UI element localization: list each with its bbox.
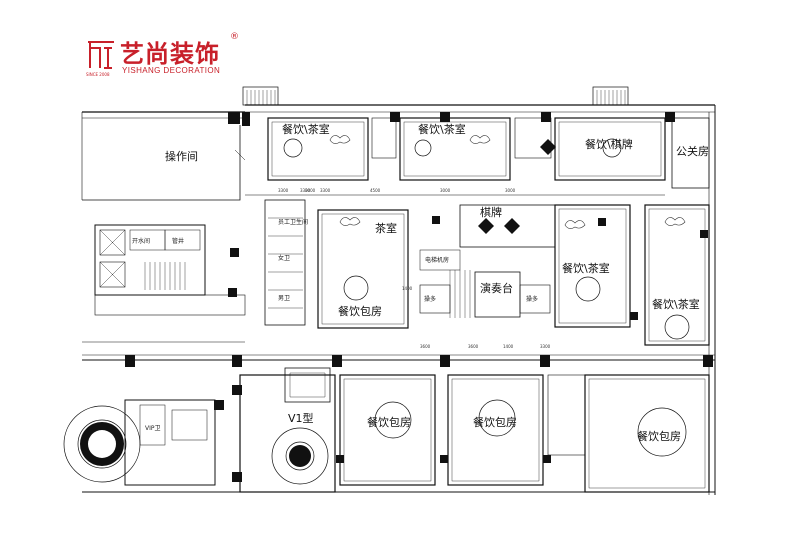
logo-name-en: YISHANG DECORATION <box>122 66 221 75</box>
room-label-canyin-qipai: 餐饮\棋牌 <box>585 137 633 151</box>
label-kaishuijian: 开水间 <box>132 237 150 245</box>
label-vip: VIP卫 <box>145 425 161 432</box>
room-label-canyin-baofang-2: 餐饮包房 <box>367 415 411 429</box>
room-label-canyin-chashi-3: 餐饮\茶室 <box>562 261 610 275</box>
dim-label: 3000 <box>440 188 451 193</box>
room-label-caozuojian: 操作间 <box>165 149 198 163</box>
dim-label: 3300 <box>300 188 311 193</box>
label-guanjing: 管井 <box>172 237 184 245</box>
room-label-canyin-chashi-4: 餐饮\茶室 <box>652 297 700 311</box>
dim-label: 3000 <box>305 188 316 193</box>
room-label-canyin-chashi-2: 餐饮\茶室 <box>418 122 466 136</box>
room-label-canyin-baofang-3: 餐饮包房 <box>473 415 517 429</box>
dim-label: 4500 <box>370 188 381 193</box>
dim-label: 3000 <box>505 188 516 193</box>
dim-label: 1400 <box>503 344 514 349</box>
label-nv: 女卫 <box>278 254 290 262</box>
room-label-yanzoutai: 演奏台 <box>480 281 513 295</box>
label-dianti-jifang: 电梯机房 <box>425 256 449 264</box>
logo-registered-mark: ® <box>230 32 239 42</box>
room-label-gongguanfang: 公关房 <box>676 144 709 158</box>
dim-label: 3300 <box>320 188 331 193</box>
room-label-canyin-chashi-1: 餐饮\茶室 <box>282 122 330 136</box>
label-caoduo-1: 操多 <box>424 295 436 303</box>
dim-label: 3600 <box>468 344 479 349</box>
logo-name-cn: 艺尚装饰 <box>120 40 220 68</box>
room-label-canyin-baofang-4: 餐饮包房 <box>637 429 681 443</box>
label-caoduo-2: 操多 <box>526 295 538 303</box>
room-label-chashi: 茶室 <box>375 221 397 235</box>
room-label-qipai: 棋牌 <box>480 205 502 219</box>
dim-label: 3300 <box>278 188 289 193</box>
label-nan: 男卫 <box>278 295 290 302</box>
room-label-v1: V1型 <box>288 411 314 425</box>
dim-label: 3600 <box>420 344 431 349</box>
company-logo: SINCE 2008 艺尚装饰 ® YISHANG DECORATION <box>86 32 246 80</box>
dim-label: 1400 <box>402 286 413 291</box>
dim-label: 3300 <box>540 344 551 349</box>
logo-side-text: SINCE 2008 <box>86 72 110 77</box>
room-label-canyin-baofang-1: 餐饮包房 <box>338 304 382 318</box>
label-yuangong-weisheng: 员工卫生间 <box>278 218 308 226</box>
logo-mark-icon <box>88 41 114 69</box>
